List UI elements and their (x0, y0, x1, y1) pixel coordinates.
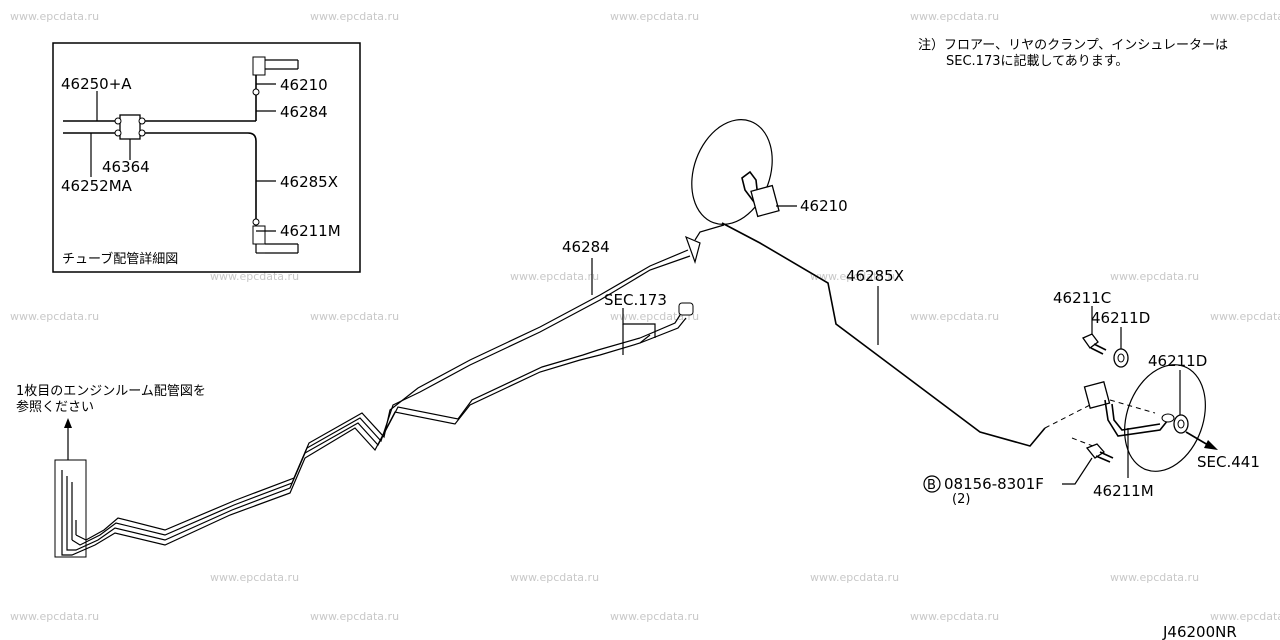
front-hose-46210 (741, 170, 761, 211)
watermark: www.epcdata.ru (610, 10, 699, 23)
note-block: 注）フロアー、リヤのクランプ、インシュレーターは SEC.173に記載してありま… (918, 38, 1228, 69)
watermark-layer: www.epcdata.ru www.epcdata.ru www.epcdat… (10, 10, 1280, 623)
bolt-leader (1062, 457, 1093, 485)
tube-c (71, 255, 691, 546)
tube-d (75, 249, 689, 541)
watermark: www.epcdata.ru (1110, 270, 1199, 283)
watermark: www.epcdata.ru (510, 571, 599, 584)
watermark: www.epcdata.ru (1110, 571, 1199, 584)
rear-brake-disc (1124, 364, 1206, 472)
label-46211m-main: 46211M (1093, 482, 1154, 500)
bolt-08156-8301f (1085, 443, 1105, 459)
inset-flare-nut (252, 218, 260, 226)
junction-nut (138, 117, 146, 125)
washer-46211d (1173, 414, 1189, 434)
watermark: www.epcdata.ru (610, 610, 699, 623)
watermark: www.epcdata.ru (1210, 10, 1280, 23)
inset-tube-down (247, 132, 257, 228)
watermark: www.epcdata.ru (1210, 610, 1280, 623)
diagram-code: J46200NR (1162, 623, 1237, 640)
watermark: www.epcdata.ru (510, 270, 599, 283)
rear-wheel-area: 46211C 46211D 46211D SEC.441 46211M B 08… (923, 289, 1260, 507)
junction-nut (114, 129, 122, 137)
junction-nut (138, 129, 146, 137)
inset-caption: チューブ配管詳細図 (62, 251, 178, 267)
bolt-46211c (1082, 333, 1099, 349)
watermark: www.epcdata.ru (910, 610, 999, 623)
inset-flare-nut (252, 88, 260, 96)
inset-frame (52, 42, 361, 273)
watermark: www.epcdata.ru (10, 610, 99, 623)
watermark: www.epcdata.ru (310, 310, 399, 323)
engine-ref-box (54, 459, 87, 558)
hose-bracket-46211m (1083, 380, 1111, 410)
label-46210-main: 46210 (800, 197, 848, 215)
label-46211m: 46211M (280, 222, 341, 240)
watermark: www.epcdata.ru (810, 270, 899, 283)
note-line-1: 注）フロアー、リヤのクランプ、インシュレーターは (918, 38, 1228, 53)
watermark: www.epcdata.ru (910, 310, 999, 323)
watermark: www.epcdata.ru (310, 10, 399, 23)
label-46284: 46284 (562, 238, 610, 256)
sec173-leader (622, 308, 656, 338)
tube-46285x (721, 222, 1046, 447)
engine-ref-line-2: 参照ください (16, 399, 94, 415)
label-46211d-upper: 46211D (1091, 309, 1150, 327)
watermark: www.epcdata.ru (210, 270, 299, 283)
callout-46284: 46284 (562, 238, 610, 295)
insulator-fitting (678, 302, 694, 316)
dashed-guide (1044, 404, 1091, 429)
label-46364: 46364 (102, 158, 150, 176)
dashed-guide (1109, 399, 1156, 414)
tube-detail-inset: 46250+A 46210 46284 46364 46252MA 46285X… (52, 42, 361, 273)
label-bolt-qty: (2) (952, 492, 970, 507)
brake-tube-bundle (61, 224, 725, 556)
front-brake-disc (691, 119, 773, 225)
watermark: www.epcdata.ru (10, 10, 99, 23)
label-46285x: 46285X (280, 173, 338, 191)
arrow-up-icon (64, 418, 72, 428)
sec173-callout: SEC.173 (604, 291, 667, 355)
watermark: www.epcdata.ru (810, 571, 899, 584)
engine-ref-line-1: 1枚目のエンジンルーム配管図を (16, 384, 206, 399)
hose-46211m (252, 225, 266, 245)
junction-nut (114, 117, 122, 125)
washer-46211d (1113, 348, 1129, 368)
banjo-fitting (1161, 413, 1175, 423)
label-sec173: SEC.173 (604, 291, 667, 309)
label-46285x-main: 46285X (846, 267, 904, 285)
tube-b (66, 337, 641, 551)
label-46252ma: 46252MA (61, 177, 133, 195)
rear-hose-46211m (1104, 399, 1169, 437)
bolt-marker-b (923, 475, 941, 493)
hose-bracket-46210 (750, 184, 780, 218)
watermark: www.epcdata.ru (310, 610, 399, 623)
engine-room-reference: 1枚目のエンジンルーム配管図を 参照ください (16, 384, 206, 558)
note-line-2: SEC.173に記載してあります。 (946, 53, 1128, 69)
watermark: www.epcdata.ru (10, 310, 99, 323)
label-46250a: 46250+A (61, 75, 132, 93)
watermark: www.epcdata.ru (210, 571, 299, 584)
dashed-guide (1071, 437, 1099, 449)
front-wheel-area: 46210 46285X (691, 119, 1046, 447)
label-46210: 46210 (280, 76, 328, 94)
watermark: www.epcdata.ru (1210, 310, 1280, 323)
label-46211d-lower: 46211D (1148, 352, 1207, 370)
tube-risers (61, 470, 77, 548)
junction-46364 (119, 114, 141, 140)
label-bolt-mark: B (927, 478, 936, 493)
arrow-right-icon (1204, 440, 1218, 450)
hose-46210 (252, 56, 266, 76)
watermark: www.epcdata.ru (910, 10, 999, 23)
tube-a (61, 334, 651, 556)
label-46284: 46284 (280, 103, 328, 121)
tube-clip (684, 235, 701, 265)
label-sec441: SEC.441 (1197, 453, 1260, 471)
label-46211c: 46211C (1053, 289, 1111, 307)
label-bolt-code: 08156-8301F (944, 475, 1044, 493)
